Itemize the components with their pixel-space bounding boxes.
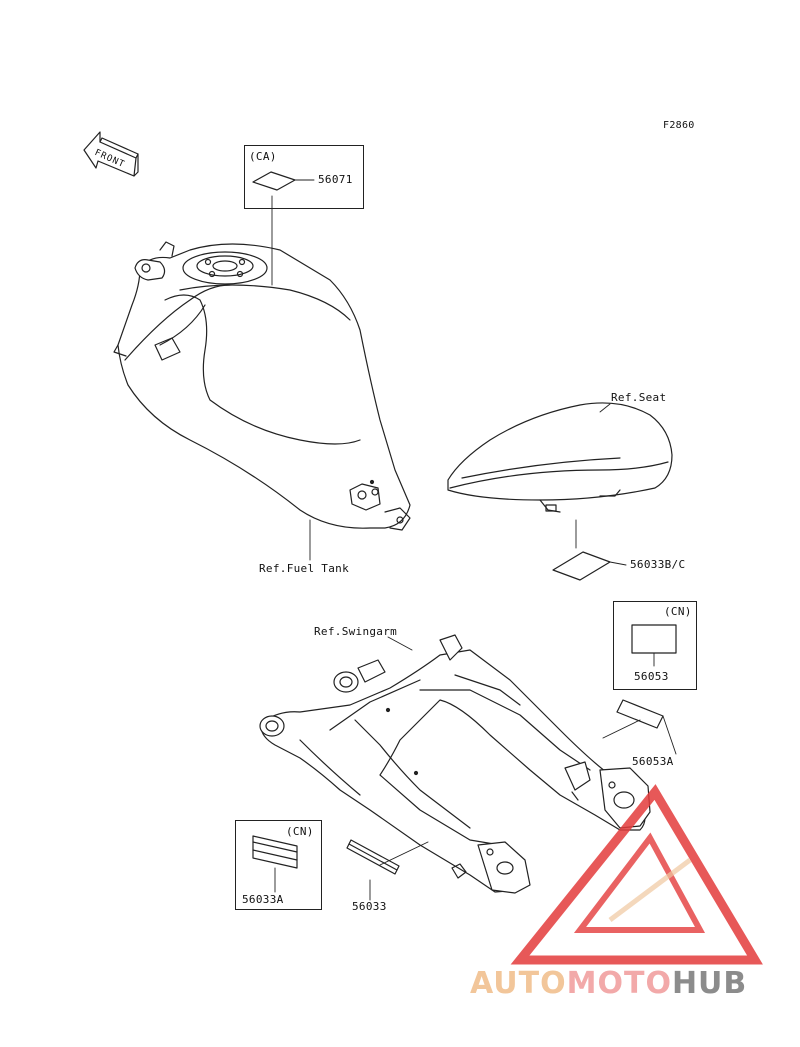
part-56053-code: 56053 xyxy=(634,670,669,683)
decal-56033a-icon xyxy=(252,835,298,869)
part-56033-code: 56033 xyxy=(352,900,387,913)
part-56053-tag: (CN) xyxy=(664,605,692,618)
leader-lines xyxy=(271,179,677,901)
watermark-part2: MOTO xyxy=(566,966,672,1001)
ref-swingarm: Ref.Swingarm xyxy=(314,625,398,638)
part-56071-code: 56071 xyxy=(318,173,353,186)
figure-code: F2860 xyxy=(663,120,695,131)
part-56071-tag: (CA) xyxy=(249,150,277,163)
watermark-part1: AUTO xyxy=(470,966,567,1001)
ref-seat: Ref.Seat xyxy=(611,391,667,404)
label-box-56033a xyxy=(235,820,322,910)
watermark-text: AUTOMOTOHUB xyxy=(470,966,747,1001)
ref-fuel-tank: Ref.Fuel Tank xyxy=(259,562,349,575)
swingarm-illustration xyxy=(259,634,651,894)
decal-56053a-icon xyxy=(616,699,664,729)
part-56033a-code: 56033A xyxy=(242,893,284,906)
fuel-tank-illustration xyxy=(113,241,411,531)
watermark-logo-icon xyxy=(510,784,763,965)
part-56053a-code: 56053A xyxy=(632,755,674,768)
decal-56053-icon xyxy=(631,624,677,654)
front-arrow-icon xyxy=(83,131,139,177)
decal-56033bc-icon xyxy=(552,551,611,581)
label-box-56071 xyxy=(244,145,364,209)
part-56033bc-code: 56033B/C xyxy=(630,558,686,571)
label-box-56053 xyxy=(613,601,697,690)
watermark-part3: HUB xyxy=(671,966,748,1001)
part-56033a-tag: (CN) xyxy=(286,825,314,838)
seat-illustration xyxy=(447,402,673,513)
decal-56033-icon xyxy=(346,839,400,875)
